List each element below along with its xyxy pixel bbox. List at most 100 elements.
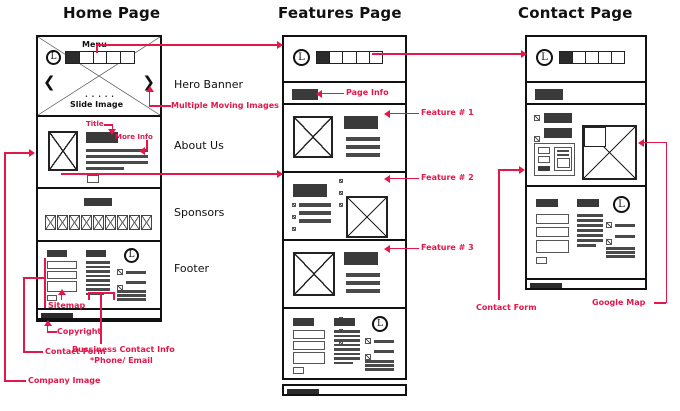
footer-sitemap-links[interactable] [334,330,360,366]
sitemap-link[interactable] [577,214,603,217]
feature-3-text-line [346,281,380,285]
nav-menu-item-4[interactable] [599,52,612,63]
footer-form-submit[interactable] [293,367,304,374]
annotation-copyright: Copyright [57,327,102,336]
arrow-company-image [29,149,35,157]
nav-menu-strip[interactable] [65,51,135,64]
footer-form-input[interactable] [536,214,569,224]
sitemap-link[interactable] [334,334,360,337]
nav-menu-item-5[interactable] [121,52,134,63]
sitemap-link[interactable] [577,224,603,227]
nav-menu-item-5[interactable] [612,52,624,63]
arrow-feature-2 [384,175,390,183]
contact-field-email[interactable] [544,128,572,138]
connector-feature-1 [390,112,419,114]
map-inset [584,127,606,147]
footer-form-input[interactable] [293,341,325,350]
footer-info-line [606,251,635,254]
sitemap-link[interactable] [86,279,110,282]
footer-form-input[interactable] [536,227,569,237]
sitemap-link[interactable] [334,343,360,346]
contact-nav-menu[interactable] [559,51,625,64]
nav-menu-item-3[interactable] [586,52,599,63]
sitemap-link[interactable] [334,361,353,364]
home-page-wireframe: Menu L ❮ ❯ • • • • • Slide Image [36,35,162,322]
footer-form-textarea[interactable] [293,352,325,364]
sitemap-link[interactable] [86,283,110,286]
connector-moving-images-h [148,105,171,107]
sitemap-link[interactable] [577,219,603,222]
carousel-prev-icon[interactable]: ❮ [43,73,56,91]
sitemap-link[interactable] [86,292,104,295]
nav-menu-item-2[interactable] [330,52,344,63]
about-more-info-button[interactable] [87,175,99,183]
footer-phone-line [615,224,635,227]
sitemap-link[interactable] [334,357,360,360]
sitemap-link[interactable] [577,244,596,247]
carousel-next-icon[interactable]: ❯ [142,73,155,91]
nav-menu-item-1[interactable] [560,52,573,63]
panel-input[interactable] [538,156,550,163]
sitemap-link[interactable] [86,265,110,268]
sponsor-logo-row [45,215,152,230]
connector-moving-images-v [148,90,150,106]
panel-preview [554,147,572,171]
footer-sitemap-links[interactable] [86,261,110,297]
sitemap-link[interactable] [86,261,110,264]
sitemap-link[interactable] [334,339,360,342]
footer-info-line [365,368,394,371]
contact-page-info-band [527,83,645,105]
google-map-placeholder[interactable] [582,125,637,180]
connector-contact-form-label [23,351,43,353]
contact-page-wireframe: L [525,35,647,285]
features-nav-menu[interactable] [316,51,383,64]
sitemap-link[interactable] [86,288,110,291]
nav-menu-item-2[interactable] [573,52,586,63]
footer-form-input[interactable] [293,330,325,339]
sitemap-link[interactable] [86,274,110,277]
footer-logo: L [124,248,139,263]
nav-menu-item-1[interactable] [317,52,331,63]
feature-3-image [293,252,335,296]
logo-letter: L [618,198,625,210]
contact-form-panel[interactable] [534,143,575,176]
footer-form-submit[interactable] [47,295,57,301]
annotation-title: Title [86,120,104,128]
footer-info-line [606,255,635,258]
sitemap-link[interactable] [334,330,360,333]
feature-3-band [284,241,405,345]
annotation-business-contact-phone-email: *Phone/ Email [90,356,153,365]
footer-form-submit[interactable] [536,257,547,264]
sitemap-link[interactable] [86,270,110,273]
nav-menu-item-3[interactable] [94,52,108,63]
sitemap-link[interactable] [577,239,603,242]
panel-submit[interactable] [538,166,550,171]
footer-form-input[interactable] [47,261,77,269]
footer-logo: L [372,316,388,332]
sitemap-link[interactable] [334,348,360,351]
footer-sitemap-title [577,199,599,207]
copyright-bar [530,282,562,288]
nav-menu-item-2[interactable] [80,52,94,63]
logo-letter: L [541,51,548,63]
contact-field-name[interactable] [544,113,572,123]
sitemap-link[interactable] [577,229,603,232]
carousel-dots[interactable]: • • • • • [85,94,116,100]
nav-menu-item-3[interactable] [343,52,357,63]
footer-info-line [117,290,146,293]
footer-form-textarea[interactable] [536,240,569,253]
connector-google-map-h [644,141,667,143]
annotation-page-info: Page Info [346,88,389,97]
sponsor-logo [129,215,140,230]
about-image-placeholder [48,131,78,171]
footer-form-input[interactable] [47,271,77,279]
label-about-us: About Us [174,139,224,152]
sitemap-link[interactable] [334,352,360,355]
sitemap-link[interactable] [577,234,603,237]
arrow-sitemap [58,289,66,295]
nav-menu-item-4[interactable] [357,52,370,63]
panel-input[interactable] [538,147,550,154]
nav-menu-item-1[interactable] [66,52,80,63]
footer-sitemap-links[interactable] [577,214,603,249]
nav-menu-item-4[interactable] [107,52,122,63]
